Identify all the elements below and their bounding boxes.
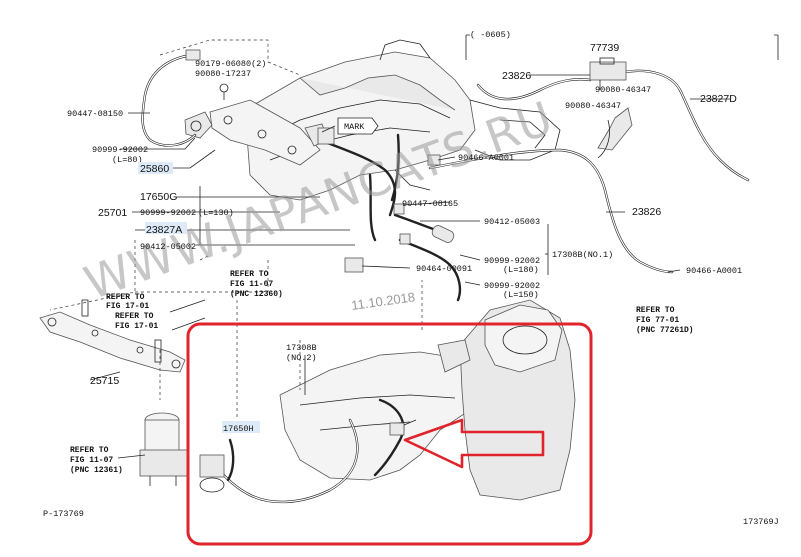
- svg-text:(PNC 77261D): (PNC 77261D): [636, 326, 694, 335]
- svg-text:REFER TO: REFER TO: [636, 306, 675, 315]
- label-90999-92002-b-length: (L=130): [198, 208, 234, 218]
- svg-text:REFER TO: REFER TO: [115, 312, 154, 321]
- label-90999-92002-c[interactable]: 90999-92002: [484, 256, 540, 266]
- label-mark: MARK: [344, 122, 365, 132]
- label-90447-08165[interactable]: 90447-08165: [402, 199, 458, 209]
- label-23826-b[interactable]: 23826: [632, 206, 661, 218]
- lower-bracket: [39, 299, 186, 373]
- label-23826-a[interactable]: 23826: [502, 70, 531, 82]
- label-90080-46347-b[interactable]: 90080-46347: [565, 101, 621, 111]
- label-90412-05003[interactable]: 90412-05003: [484, 217, 540, 227]
- svg-text:REFER TO: REFER TO: [70, 446, 109, 455]
- label-25701[interactable]: 25701: [98, 207, 127, 219]
- svg-text:FIG 11-07: FIG 11-07: [70, 456, 113, 465]
- label-90080-17237[interactable]: 90080-17237: [195, 69, 251, 79]
- label-17650g[interactable]: 17650G: [140, 191, 177, 203]
- hoses-right: [428, 57, 750, 274]
- svg-text:FIG 11-07: FIG 11-07: [230, 280, 273, 289]
- svg-text:FIG 17-01: FIG 17-01: [115, 322, 158, 331]
- svg-text:REFER TO: REFER TO: [230, 270, 269, 279]
- label-23827a[interactable]: 23827A: [146, 224, 182, 236]
- label-highlight: [138, 162, 173, 174]
- label-17308b-no2[interactable]: 17308B: [286, 343, 317, 353]
- label-highlight: [222, 421, 260, 433]
- label-90447-08150[interactable]: 90447-08150: [67, 109, 123, 119]
- label-range: ( -0605): [470, 30, 511, 40]
- refer-fig-17-01-a[interactable]: REFER TO FIG 17-01: [106, 293, 149, 311]
- mark-tag: MARK: [337, 117, 379, 135]
- label-90999-92002-d-length: (L=150): [503, 290, 539, 300]
- refer-fig-77-01-pnc-77261d[interactable]: REFER TO FIG 77-01 (PNC 77261D): [636, 306, 694, 335]
- hoses-center: [219, 83, 462, 302]
- label-25715[interactable]: 25715: [90, 375, 119, 387]
- highlight-box: [186, 322, 593, 546]
- refer-fig-11-07-pnc-12361[interactable]: REFER TO FIG 11-07 (PNC 12361): [70, 446, 123, 475]
- refer-fig-17-01-b[interactable]: REFER TO FIG 17-01: [115, 312, 158, 331]
- label-90412-05002[interactable]: 90412-05002: [140, 242, 196, 252]
- label-90179-06080[interactable]: 90179-06080(2): [195, 59, 266, 69]
- engine-lower-section: [199, 299, 576, 504]
- svg-text:FIG 77-01: FIG 77-01: [636, 316, 679, 325]
- svg-text:FIG 17-01: FIG 17-01: [106, 302, 149, 311]
- footer-right-code: 173769J: [743, 517, 779, 527]
- svg-text:(PNC 12360): (PNC 12360): [230, 290, 283, 299]
- label-77739[interactable]: 77739: [590, 42, 619, 54]
- reference-dashes: [49, 39, 423, 420]
- label-90466-a0001-a[interactable]: 90466-A0001: [458, 153, 514, 163]
- date-stamp: 11.10.2018: [350, 289, 416, 313]
- svg-text:(PNC 12361): (PNC 12361): [70, 466, 123, 475]
- label-25860[interactable]: 25860: [140, 163, 169, 175]
- label-90999-92002-c-length: (L=180): [503, 265, 539, 275]
- label-23827d[interactable]: 23827D: [700, 93, 737, 105]
- label-90080-46347-a[interactable]: 90080-46347: [595, 85, 651, 95]
- label-90464-00091[interactable]: 90464-00091: [416, 264, 472, 274]
- refer-fig-11-07-pnc-12360[interactable]: REFER TO FIG 11-07 (PNC 12360): [230, 270, 283, 299]
- label-17650h[interactable]: 17650H: [223, 424, 254, 434]
- label-90999-92002-d[interactable]: 90999-92002: [484, 281, 540, 291]
- red-arrow-pointer: [403, 418, 545, 469]
- label-90999-92002-a[interactable]: 90999-92002: [92, 145, 148, 155]
- label-90466-a0001-b[interactable]: 90466-A0001: [686, 266, 742, 276]
- label-17308b-no1[interactable]: 17308B(NO.1): [552, 250, 613, 260]
- footer-left-code: P-173769: [43, 509, 84, 519]
- direction-arrow-icon: [597, 119, 610, 159]
- label-90999-92002-b[interactable]: 90999-92002: [140, 208, 196, 218]
- hose-upper-left: [141, 49, 201, 147]
- svg-text:REFER TO: REFER TO: [106, 293, 145, 302]
- label-17308b-no2-sub: (NO.2): [286, 353, 317, 363]
- label-highlight: [145, 222, 187, 234]
- label-90999-92002-a-length: (L=80): [112, 155, 143, 165]
- charcoal-canister: [139, 412, 189, 486]
